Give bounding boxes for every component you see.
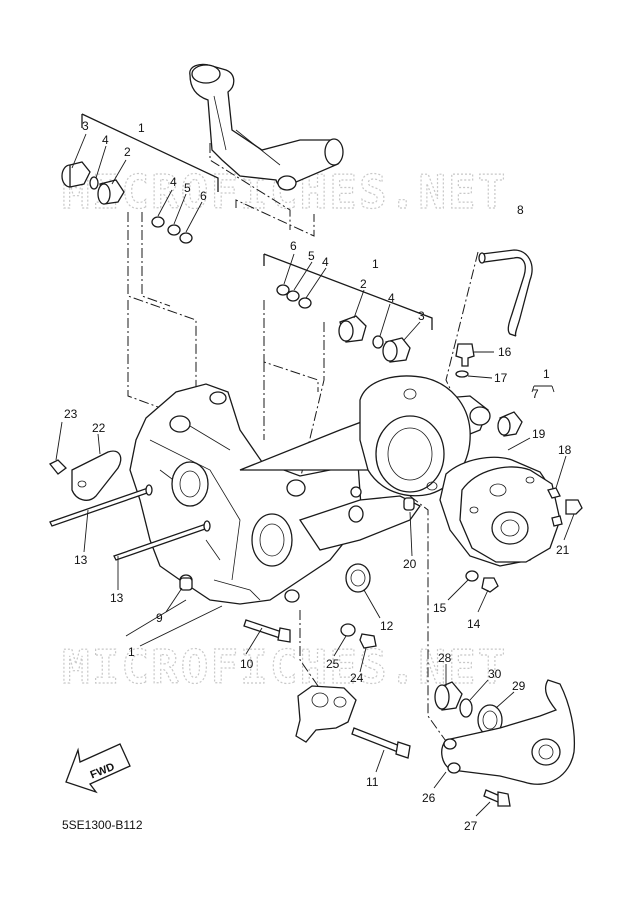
callout-label: 28 [438,651,452,665]
callout-label: 5 [308,249,315,263]
callout-label: 17 [494,371,508,385]
callout-label: 24 [350,671,364,685]
callout-label: 1 [372,257,379,271]
callout-label: 21 [556,543,570,557]
right-bushing-set [263,253,433,363]
drain-plug [455,343,475,367]
bolt-10 [243,619,291,643]
callout-label: 29 [512,679,526,693]
callout-label: 20 [403,557,417,571]
o-ring-30 [459,698,473,718]
callout-label: 4 [322,255,329,269]
bolt-18a [547,487,561,499]
callout-label: 5 [184,181,191,195]
callout-label: 14 [467,617,481,631]
crankcase [129,375,491,605]
callout-label: 13 [74,553,88,567]
callout-label: 1 [543,367,550,381]
callout-label: 6 [200,189,207,203]
stud-bolts [49,484,211,561]
bolt-27 [483,789,511,807]
callout-label: 11 [366,775,379,789]
bushing-7 [497,411,523,437]
callout-labels: 1 2 3 4 4 5 6 1 6 5 4 2 4 3 8 16 17 1 7 … [64,119,572,833]
engine-mount-bracket [189,63,344,191]
callout-label: 16 [498,345,512,359]
callout-label: 8 [517,203,524,217]
oil-seal-29 [477,704,503,736]
callout-label: 2 [360,277,367,291]
diagram-code: 5SE1300-B112 [62,818,143,832]
crankcase-cover [459,466,561,563]
callout-label: 1 [138,121,145,135]
washer-15 [465,570,479,582]
callout-label: 15 [433,601,447,615]
bracket-guide-right [235,199,315,237]
guide-pump [299,610,319,687]
callout-label: 10 [240,657,254,671]
bolt-24 [359,633,377,649]
callout-label: 3 [418,309,425,323]
guide-hose [445,251,479,411]
callout-label: 23 [64,407,78,421]
oil-pump [295,685,357,743]
o-ring-17 [455,370,469,378]
bolt-14 [481,577,499,593]
callout-label: 12 [380,619,394,633]
guide-c [127,300,211,427]
callout-label: 9 [156,611,163,625]
callout-label: 30 [488,667,502,681]
dowel-pin [403,497,415,511]
callout-label: 18 [558,443,572,457]
damper-plate [48,450,122,501]
breather-hose [478,249,533,337]
forward-arrow-icon: FWD [65,743,131,794]
callout-label: 7 [532,387,539,401]
callout-label: 4 [170,175,177,189]
callout-label: 25 [326,657,340,671]
guide-d [263,300,319,392]
left-bushing-set [61,113,219,244]
oil-seal [345,563,371,593]
washer-25 [340,623,356,637]
watermark-bottom: MICROFICHES.NET [62,640,507,694]
callout-label: 26 [422,791,436,805]
callout-label: 4 [388,291,395,305]
bearing-28 [434,681,463,711]
callout-label: 1 [128,645,135,659]
bolt-21 [565,499,583,515]
guide-a [127,212,197,426]
callout-label: 4 [102,133,109,147]
bolt-18b [551,515,563,527]
callout-label: 3 [82,119,89,133]
bolt-11 [351,727,411,759]
callout-label: 19 [532,427,546,441]
callout-label: 13 [110,591,124,605]
callout-label: 2 [124,145,131,159]
leader-lines [55,133,575,817]
dowel-9 [179,577,193,591]
callout-label: 22 [92,421,106,435]
guide-b [141,212,171,307]
rear-arm-bracket [441,679,576,785]
callout-label: 6 [290,239,297,253]
callout-label: 27 [464,819,478,833]
bracket-guide-left [209,143,291,230]
